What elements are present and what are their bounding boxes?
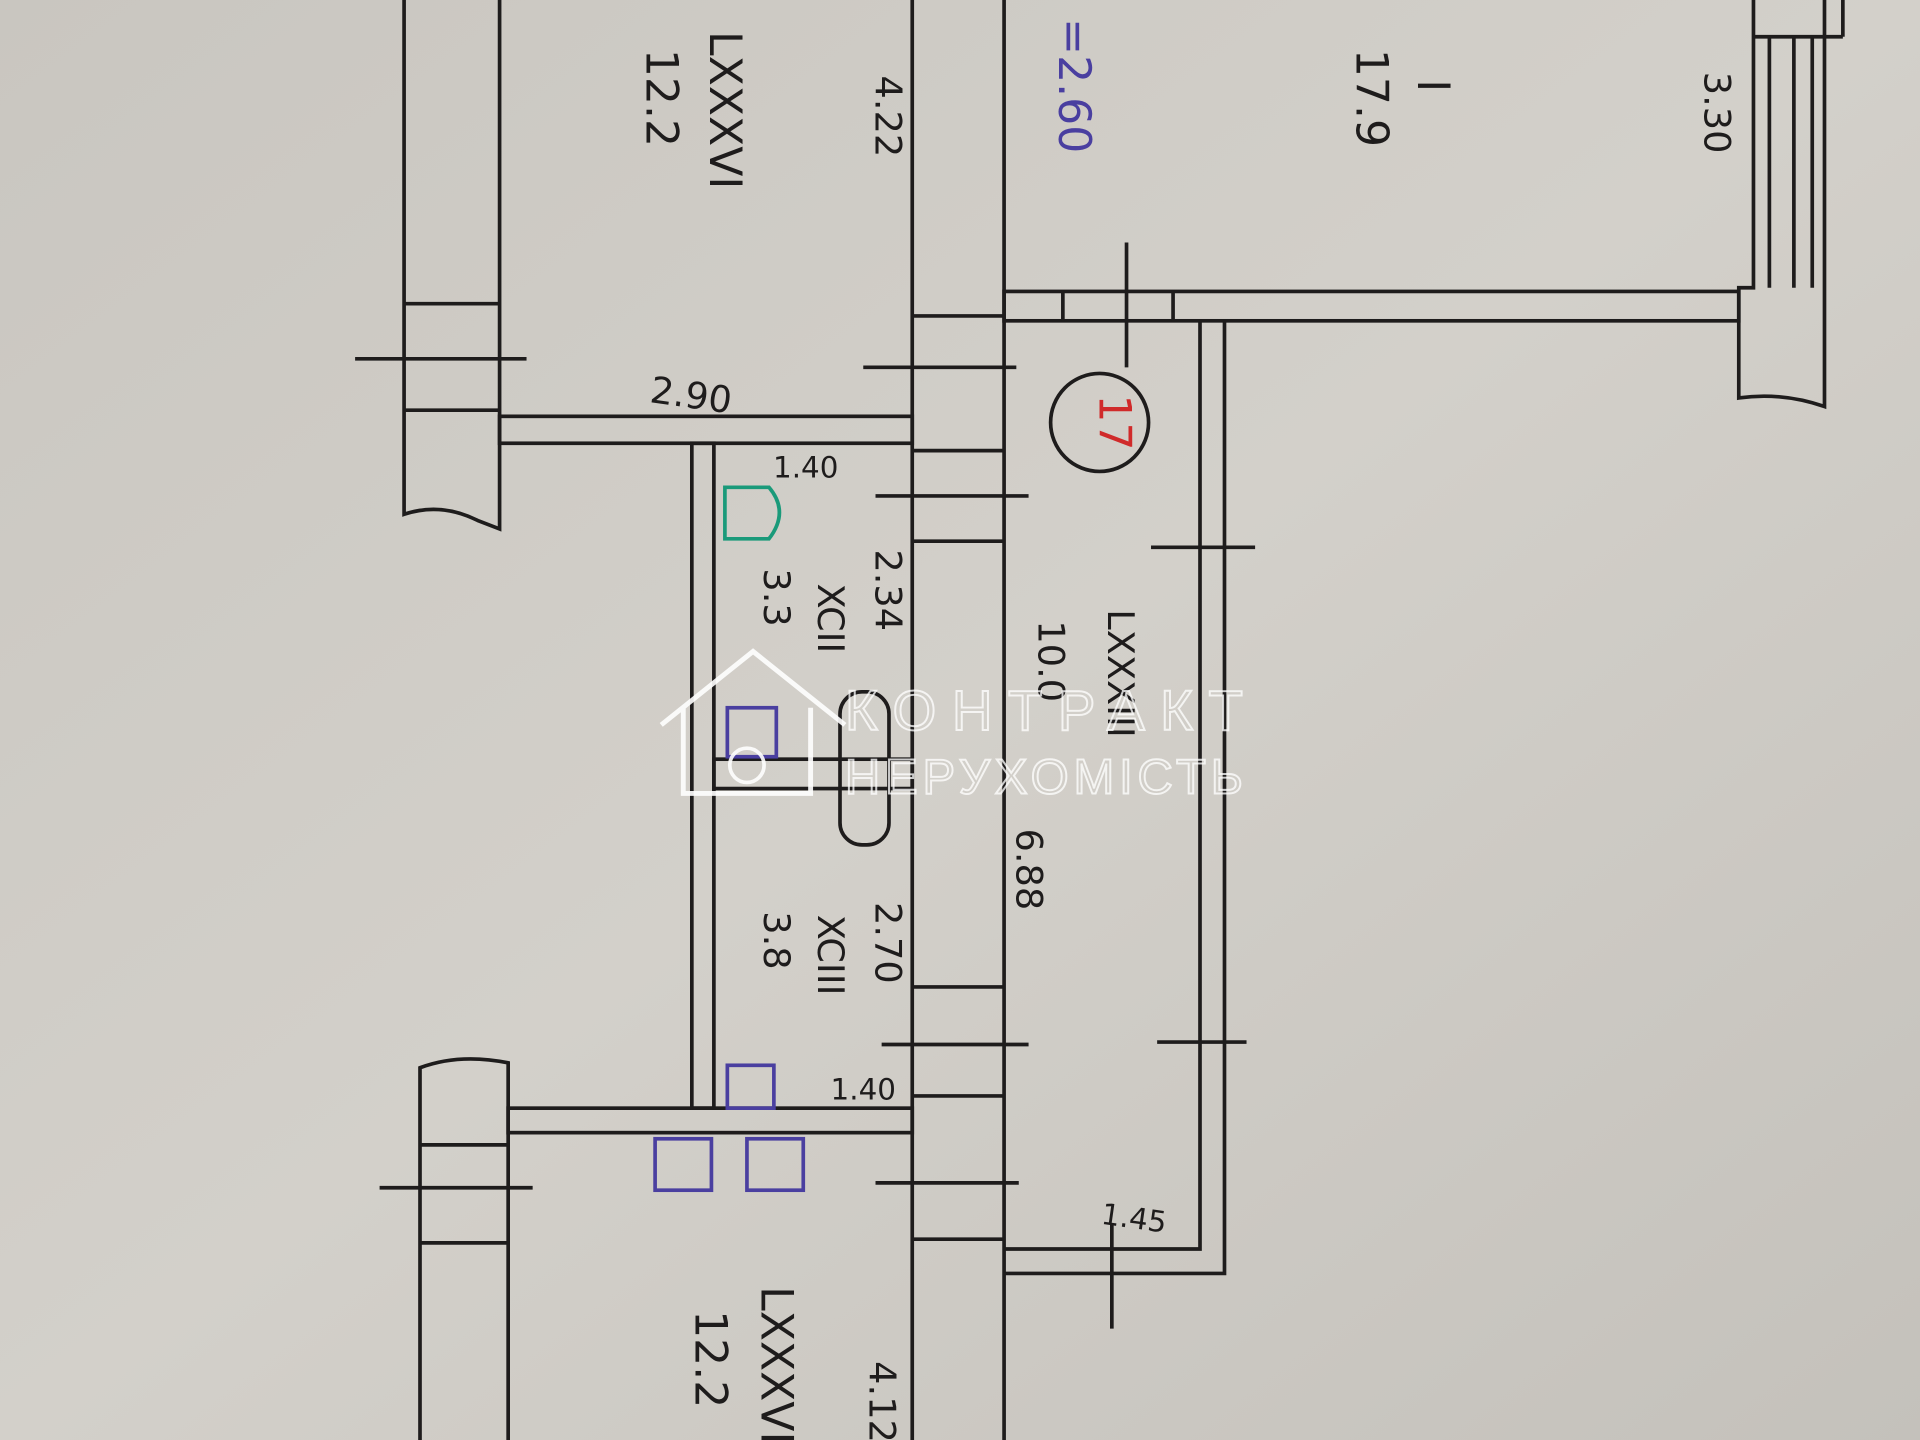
room-area: 10.0 <box>1029 620 1072 702</box>
room-id: XCII <box>809 583 852 653</box>
dimension: 4.12 <box>860 1361 903 1440</box>
dimension: 4.22 <box>867 75 910 157</box>
room-id: XCIII <box>809 915 852 996</box>
walls <box>355 0 1845 1440</box>
outlet-icon <box>725 705 779 759</box>
bathtub-icon <box>838 690 891 847</box>
apartment-circle <box>1048 371 1151 474</box>
watermark-line2: НЕРУХОМІСТЬ <box>845 750 1243 804</box>
house-logo-icon <box>659 648 847 796</box>
dimension: 6.88 <box>1007 829 1050 911</box>
dimension: 1.40 <box>773 451 838 485</box>
room-area: 3.3 <box>755 568 798 626</box>
outlet-icon <box>725 1063 776 1110</box>
toilet-icon <box>723 485 782 541</box>
apartment-number: 17 <box>1089 394 1140 450</box>
labels: LXXXVI 12.2 4.22 =2.60 I 17.9 3.30 2.90 … <box>636 18 1739 1440</box>
room-area: 12.2 <box>685 1310 736 1408</box>
room-id: LXXXIII <box>1099 609 1142 737</box>
logo-circle-icon <box>727 746 766 785</box>
fixtures <box>653 371 1151 1193</box>
room-id: LXXXVI <box>699 31 750 189</box>
outlet-icon <box>653 1136 714 1193</box>
room-area: 12.2 <box>636 49 687 147</box>
dimension: 1.40 <box>831 1073 896 1107</box>
dimension: 2.70 <box>867 902 910 984</box>
room-id: I <box>1407 79 1458 92</box>
dimension: 3.30 <box>1695 72 1738 154</box>
room-area: 17.9 <box>1346 49 1397 147</box>
room-id: LXXXVI <box>751 1286 802 1440</box>
outlet-icon <box>745 1136 806 1193</box>
dimension: 2.34 <box>867 549 910 631</box>
ceiling-height: =2.60 <box>1048 18 1099 153</box>
room-area: 3.8 <box>755 911 798 969</box>
